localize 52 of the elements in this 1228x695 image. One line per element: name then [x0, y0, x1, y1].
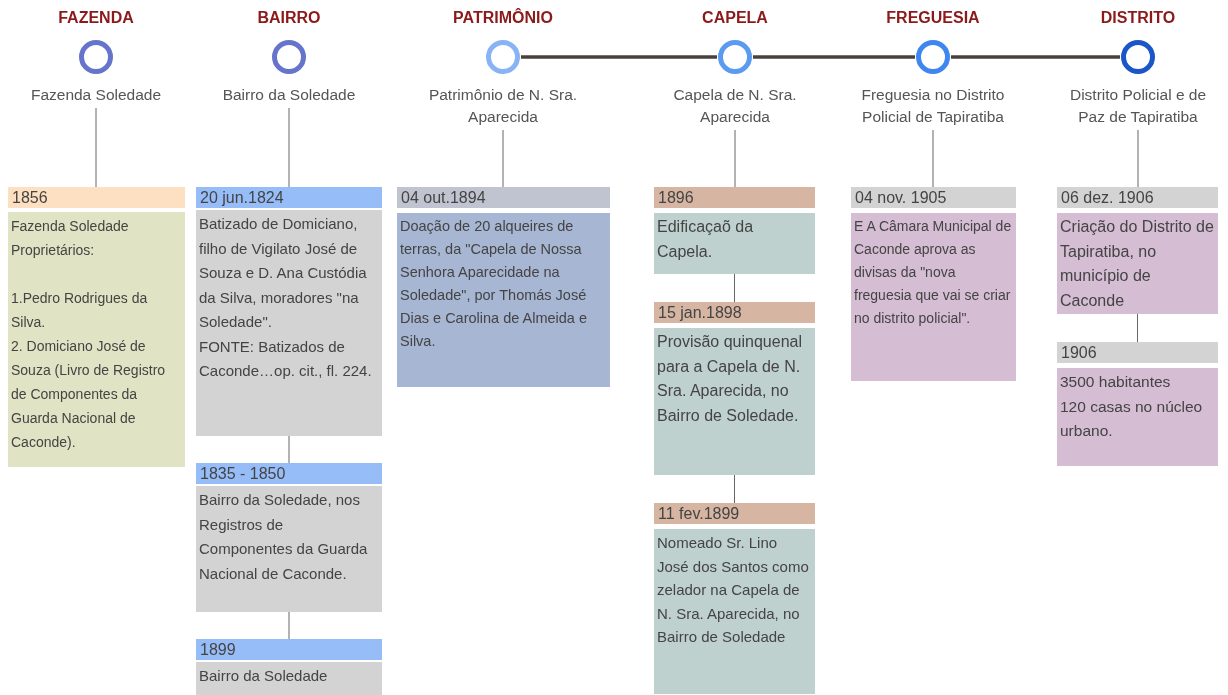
date-bar: 04 nov. 1905 [851, 187, 1016, 208]
event-text: Edificaçaõ da Capela. [657, 217, 755, 262]
event-text: Bairro da Soledade, nos Registros de Componentes da Guarda Nacional de Caconde. [199, 490, 369, 584]
date-bar: 11 fev.1899 [654, 503, 815, 524]
stage-description: Distrito Policial e de Paz de Tapiratiba [1068, 85, 1208, 127]
stage-description: Freguesia no Distrito Policial de Tapiratiba [860, 85, 1006, 127]
connector-line [288, 435, 290, 464]
connector-line [734, 474, 735, 504]
date-bar: 15 jan.1898 [654, 302, 815, 323]
event-text: 2. Domiciano José de Souza (Livro de Registro de Componentes da Guarda Nacional de Caconde). [11, 337, 167, 452]
connector-line [1137, 129, 1139, 188]
date-bar: 1835 - 1850 [196, 463, 382, 484]
date-bar: 1896 [654, 187, 815, 208]
connector-line [288, 611, 290, 640]
event-text: Bairro da Soledade [199, 666, 329, 686]
stage-heading: DISTRITO [1099, 9, 1177, 27]
connector-line [288, 107, 290, 188]
connector-line [753, 55, 915, 59]
connector-line [521, 55, 717, 59]
date-bar: 06 dez. 1906 [1057, 187, 1218, 208]
date-bar: 1906 [1057, 342, 1218, 363]
date-bar: 1856 [8, 187, 185, 208]
stage-heading: FREGUESIA [885, 9, 981, 27]
connector-line [951, 55, 1120, 59]
event-text: FONTE: Batizados de Caconde…op. cit., fl. 224. [199, 336, 373, 381]
date-bar: 20 jun.1824 [196, 187, 382, 208]
connector-line [734, 129, 736, 188]
event-text: E A Câmara Municipal de Caconde aprova as divisas da "nova freguesia que vai se criar no distrito policial". [854, 217, 1013, 328]
connector-line [734, 273, 735, 303]
event-text: Fazenda Soledade Proprietários: [11, 217, 130, 260]
stage-description: Patrimônio de N. Sra. Aparecida [427, 85, 579, 127]
connector-line [1137, 313, 1138, 343]
stage-heading: PATRIMÔNIO [452, 9, 554, 27]
connector-line [932, 129, 934, 188]
event-text: Provisão quinquenal para a Capela de N. Sra. Aparecida, no Bairro de Soledade. [657, 332, 803, 426]
event-text: 120 casas no núcleo urbano. [1060, 396, 1204, 441]
stage-heading: FAZENDA [57, 9, 135, 27]
event-text: Doação de 20 alqueires de terras, da "Capela de Nossa Senhora Aparecidade na Soledade", por Thomás José Dias e Carolina de Almeida e Silva. [400, 217, 588, 351]
connector-line [502, 129, 504, 188]
event-text: Batizado de Domiciano, filho de Vigilato José de Souza e D. Ana Custódia da Silva, moradores "na Soledade". [199, 214, 368, 332]
event-text: 3500 habitantes [1060, 372, 1172, 392]
event-text: Nomeado Sr. Lino José dos Santos como zelador na Capela de N. Sra. Aparecida, no Bairro de Soledade [657, 533, 810, 647]
event-text: 1.Pedro Rodrigues da Silva. [11, 289, 149, 332]
date-bar: 1899 [196, 639, 382, 660]
stage-heading: BAIRRO [256, 9, 322, 27]
connector-line [95, 107, 97, 188]
stage-description: Fazenda Soledade [29, 85, 163, 105]
stage-description: Capela de N. Sra. Aparecida [672, 85, 798, 127]
event-text: Criação do Distrito de Tapiratiba, no município de Caconde [1060, 217, 1215, 311]
date-bar: 04 out.1894 [397, 187, 610, 208]
stage-description: Bairro da Soledade [221, 85, 357, 105]
stage-heading: CAPELA [701, 9, 769, 27]
